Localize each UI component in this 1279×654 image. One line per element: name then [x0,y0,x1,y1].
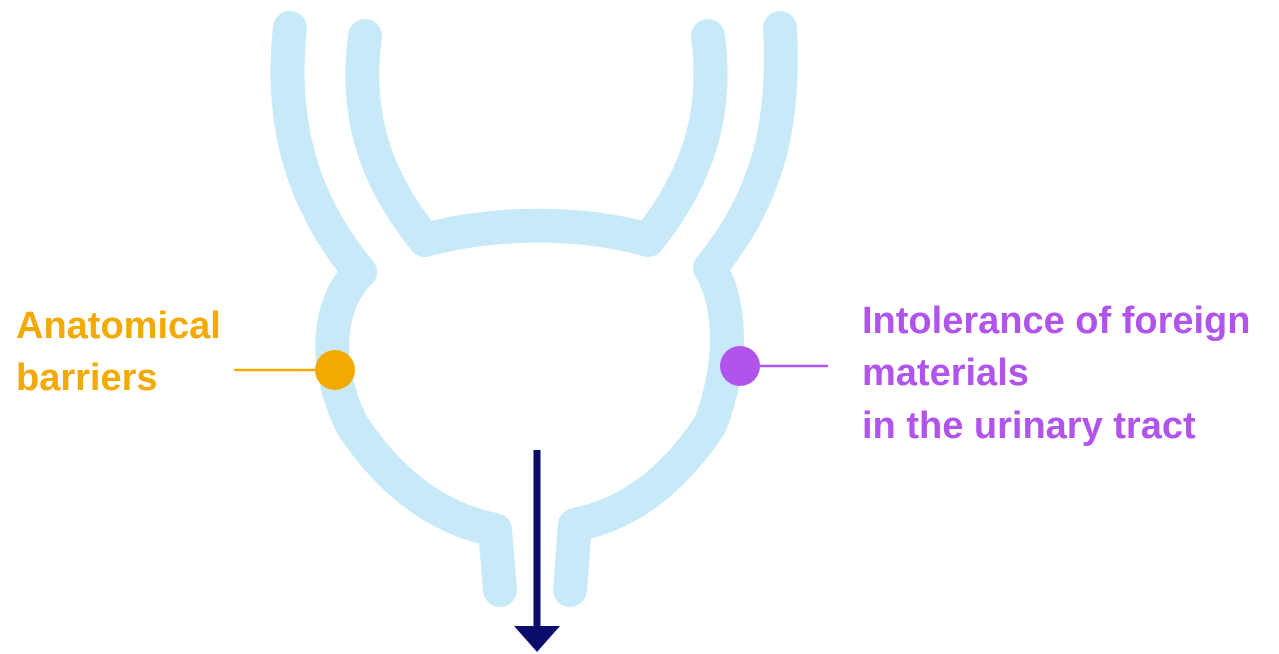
anatomical-barriers-marker [315,350,355,390]
outer-right-wall [570,28,781,590]
bladder-dome [425,226,648,240]
anatomical-barriers-line-1: Anatomical [16,300,221,352]
foreign-materials-marker [720,346,760,386]
inner-left-ureter [362,36,425,240]
inner-right-ureter [648,36,711,240]
flow-arrow-head [514,626,560,652]
foreign-materials-label: Intolerance of foreign materials in the … [862,295,1250,452]
anatomical-barriers-line-2: barriers [16,352,221,404]
down-arrow-icon [514,450,560,652]
outer-left-wall [288,28,500,590]
foreign-materials-line-3: in the urinary tract [862,400,1250,452]
foreign-materials-line-2: materials [862,347,1250,399]
anatomical-barriers-label: Anatomical barriers [16,300,221,405]
foreign-materials-line-1: Intolerance of foreign [862,295,1250,347]
